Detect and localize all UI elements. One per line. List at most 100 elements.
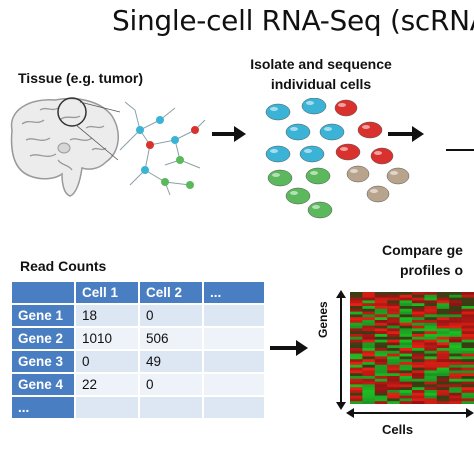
heatmap-cell — [449, 364, 463, 369]
heatmap-cell — [399, 317, 413, 321]
table-cell — [76, 397, 138, 418]
table-header-cell — [12, 282, 74, 303]
heatmap-cell — [436, 384, 450, 388]
heatmap-cell — [436, 334, 450, 338]
heatmap-cell — [387, 384, 401, 388]
heatmap-cell — [461, 364, 474, 369]
heatmap-cell — [436, 320, 450, 324]
heatmap-cell — [374, 364, 388, 369]
heatmap-cell — [436, 353, 450, 357]
heatmap-cell — [412, 362, 425, 366]
heatmap-cell — [436, 398, 450, 402]
heatmap-cell — [374, 303, 388, 307]
heatmap-cell — [424, 401, 438, 404]
heatmap-cell — [374, 322, 388, 327]
heatmap-cell — [399, 300, 413, 304]
heatmap-cell — [436, 356, 450, 360]
heatmap-cell — [362, 401, 376, 404]
heatmap-cell — [449, 353, 463, 357]
heatmap-cell — [449, 356, 463, 360]
genes-axis-arrow-icon — [336, 290, 346, 410]
heatmap-cell — [461, 297, 474, 301]
heatmap-cell — [350, 367, 363, 371]
heatmap-cell — [461, 311, 474, 315]
heatmap-cell — [399, 331, 413, 335]
heatmap-cell — [399, 306, 413, 310]
heatmap-cell — [412, 320, 425, 324]
heatmap-cell — [461, 387, 474, 391]
heatmap-cell — [412, 353, 425, 357]
heatmap-cell — [424, 345, 438, 349]
brain-icon — [10, 97, 121, 197]
heatmap-cell — [399, 345, 413, 349]
heatmap-cell — [461, 292, 474, 296]
expression-heatmap — [350, 292, 474, 404]
heatmap-cell — [412, 317, 425, 321]
heatmap-cell — [399, 362, 413, 366]
heatmap-cell — [374, 350, 388, 355]
heatmap-cell — [350, 294, 363, 299]
heatmap-cell — [436, 325, 450, 329]
heatmap-cell — [424, 370, 438, 374]
heatmap-cell — [374, 353, 388, 357]
heatmap-cell — [424, 353, 438, 357]
heatmap-cell — [424, 362, 438, 366]
heatmap-cell — [374, 297, 388, 301]
heatmap-cell — [424, 322, 438, 327]
heatmap-cell — [449, 370, 463, 374]
heatmap-cell — [461, 328, 474, 332]
heatmap-cell — [436, 370, 450, 374]
heatmap-cell — [387, 331, 401, 335]
heatmap-cell — [362, 384, 376, 388]
heatmap-cell — [424, 320, 438, 324]
read-counts-table: Cell 1 Cell 2 ... Gene 1 18 0 Gene 2 101… — [10, 280, 266, 420]
heatmap-cell — [424, 348, 438, 352]
heatmap-cell — [449, 331, 463, 335]
heatmap-cell — [412, 401, 425, 404]
heatmap-cell — [350, 376, 363, 380]
heatmap-cell — [374, 387, 388, 391]
heatmap-cell — [387, 336, 401, 341]
heatmap-cell — [412, 350, 425, 355]
heatmap-cell — [350, 401, 363, 404]
heatmap-cell — [399, 364, 413, 369]
heatmap-cell — [399, 384, 413, 388]
heatmap-cell — [424, 294, 438, 299]
heatmap-cell — [399, 373, 413, 377]
heatmap-cell — [374, 401, 388, 404]
heatmap-cell — [449, 292, 463, 296]
heatmap-cell — [350, 353, 363, 357]
heatmap-cell — [424, 328, 438, 332]
heatmap-cell — [350, 300, 363, 304]
heatmap-cell — [374, 348, 388, 352]
heatmap-cell — [436, 294, 450, 299]
heatmap-cell — [461, 381, 474, 385]
heatmap-cell — [350, 311, 363, 315]
heatmap-cell — [399, 356, 413, 360]
heatmap-cell — [374, 362, 388, 366]
heatmap-cell — [424, 373, 438, 377]
heatmap-cell — [399, 376, 413, 380]
heatmap-cell — [399, 370, 413, 374]
heatmap-cell — [436, 395, 450, 399]
heatmap-cell — [436, 348, 450, 352]
heatmap-cell — [449, 362, 463, 366]
heatmap-cell — [387, 395, 401, 399]
heatmap-cell — [387, 362, 401, 366]
heatmap-cell — [412, 294, 425, 299]
heatmap-cell — [374, 317, 388, 321]
heatmap-cell — [436, 292, 450, 296]
heatmap-cell — [412, 395, 425, 399]
heatmap-cell — [424, 306, 438, 310]
heatmap-cell — [412, 297, 425, 301]
heatmap-cell — [436, 300, 450, 304]
table-cell: 18 — [76, 305, 138, 326]
heatmap-cell — [350, 364, 363, 369]
heatmap-cell — [436, 314, 450, 318]
heatmap-cell — [362, 300, 376, 304]
heatmap-cell — [461, 306, 474, 310]
heatmap-cell — [374, 370, 388, 374]
heatmap-cell — [387, 387, 401, 391]
heatmap-cell — [387, 353, 401, 357]
gene-label: Gene 4 — [12, 374, 74, 395]
